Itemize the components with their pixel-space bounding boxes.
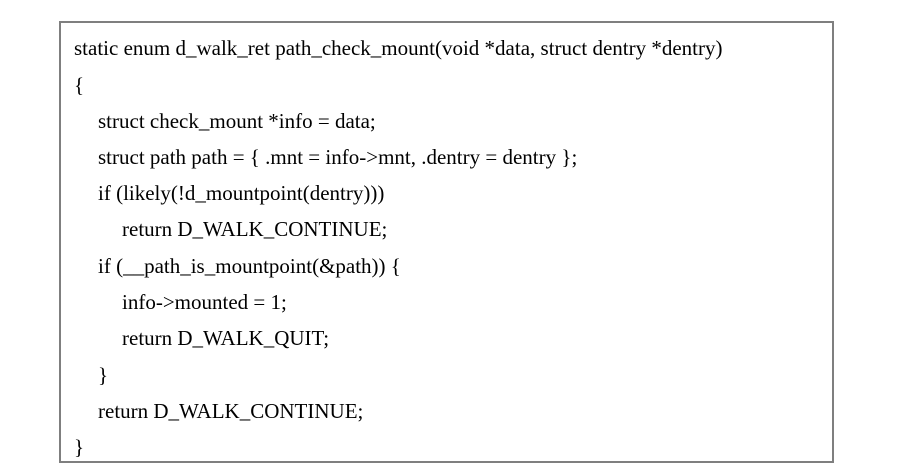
code-line-6: return D_WALK_CONTINUE; — [122, 217, 388, 241]
code-line-11: return D_WALK_CONTINUE; — [98, 399, 364, 423]
code-line-4: struct path path = { .mnt = info->mnt, .… — [98, 145, 578, 169]
code-line-2: { — [74, 73, 85, 97]
code-line-5: if (likely(!d_mountpoint(dentry))) — [98, 181, 385, 205]
code-line-8: info->mounted = 1; — [122, 290, 287, 314]
code-line-10: } — [98, 363, 109, 387]
code-line-1: static enum d_walk_ret path_check_mount(… — [74, 36, 723, 60]
code-line-12: } — [74, 435, 85, 459]
code-listing-box: static enum d_walk_ret path_check_mount(… — [59, 21, 834, 463]
code-line-9: return D_WALK_QUIT; — [122, 326, 330, 350]
code-line-7: if (__path_is_mountpoint(&path)) { — [98, 254, 401, 278]
code-line-3: struct check_mount *info = data; — [98, 109, 376, 133]
